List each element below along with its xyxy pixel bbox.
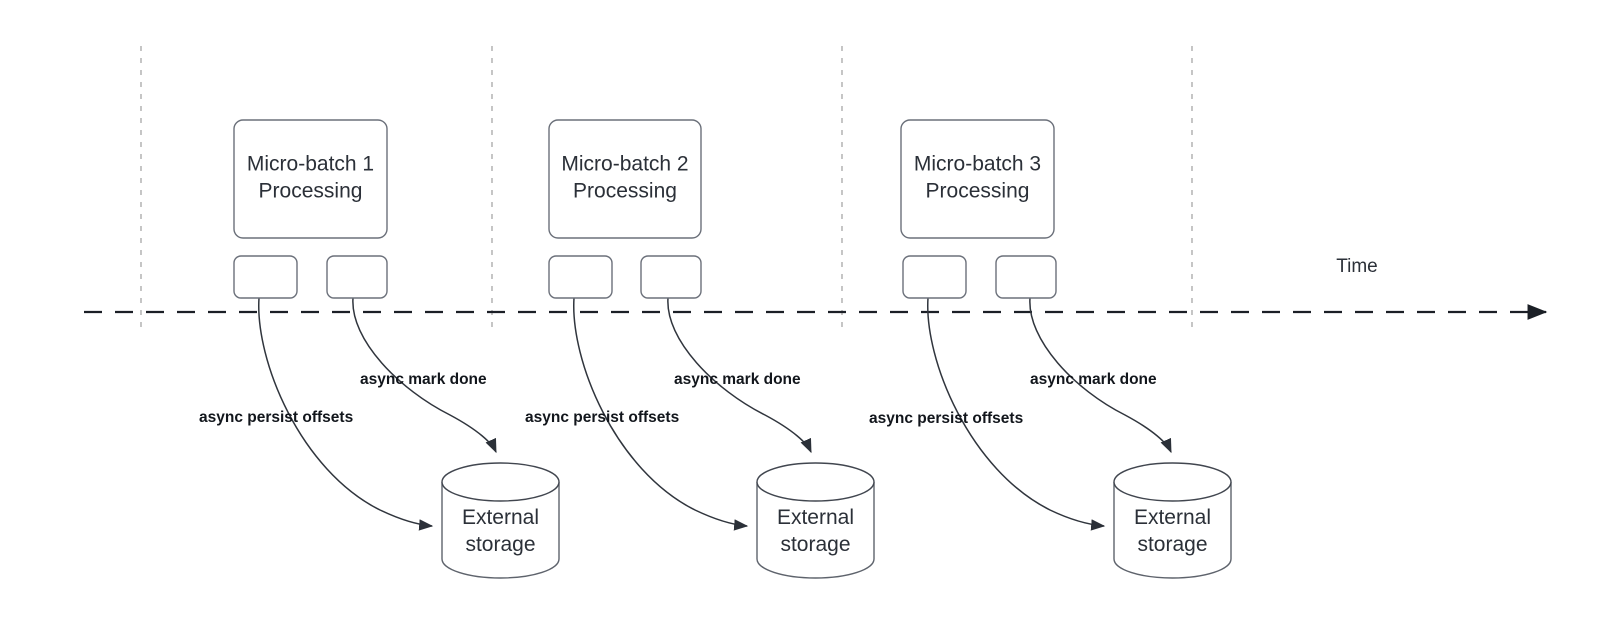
storage-label-line2-batch-3: storage [1137,533,1207,556]
edge-label-async-mark-done-batch-1: async mark done [360,371,487,388]
storage-body-batch-1 [441,482,560,579]
storage-top-ellipse-batch-2 [756,462,875,502]
edge-label-async-mark-done-batch-3: async mark done [1030,371,1157,388]
storage-label-line2-batch-1: storage [465,533,535,556]
batch-batch-3: async persist offsets async mark done Micr… [869,119,1232,579]
external-storage-batch-3[interactable]: External storage [1113,462,1232,579]
processing-label-line2-batch-3: Processing [926,180,1030,203]
storage-top-ellipse-batch-3 [1113,462,1232,502]
mark-done-task-batch-2[interactable] [640,255,702,299]
edge-async-persist-offsets-batch-1 [258,297,434,531]
edge-async-persist-offsets-batch-2 [573,297,749,531]
persist-offsets-task-batch-1[interactable] [233,255,298,299]
storage-label-line2-batch-2: storage [780,533,850,556]
edge-label-async-persist-offsets-batch-2: async persist offsets [525,409,679,426]
edge-async-persist-offsets-batch-3 [927,297,1106,531]
mark-done-task-batch-3[interactable] [995,255,1057,299]
storage-label-line1-batch-1: External [462,506,539,529]
mark-done-task-batch-1[interactable] [326,255,388,299]
processing-label-line1-batch-2: Micro-batch 2 [561,153,688,176]
external-storage-batch-2[interactable]: External storage [756,462,875,579]
processing-box-batch-1[interactable] [233,119,388,239]
storage-label-line1-batch-2: External [777,506,854,529]
persist-offsets-task-batch-3[interactable] [902,255,967,299]
batch-batch-2: async persist offsets async mark done Micr… [525,119,875,579]
processing-box-batch-3[interactable] [900,119,1055,239]
processing-label-line2-batch-2: Processing [573,180,677,203]
edge-async-mark-done-batch-1 [352,297,497,454]
external-storage-batch-1[interactable]: External storage [441,462,560,579]
edge-async-mark-done-batch-2 [667,297,812,454]
batch-group: async persist offsets async mark done Micr… [199,119,1232,579]
storage-body-batch-3 [1113,482,1232,579]
storage-top-ellipse-batch-1 [441,462,560,502]
edge-label-async-persist-offsets-batch-3: async persist offsets [869,410,1023,427]
storage-body-batch-2 [756,482,875,579]
time-axis-label: Time [1336,256,1378,277]
processing-label-line1-batch-3: Micro-batch 3 [914,153,1041,176]
persist-offsets-task-batch-2[interactable] [548,255,613,299]
processing-label-line1-batch-1: Micro-batch 1 [247,153,374,176]
processing-label-line2-batch-1: Processing [259,180,363,203]
storage-label-line1-batch-3: External [1134,506,1211,529]
batch-batch-1: async persist offsets async mark done Micr… [199,119,560,579]
processing-box-batch-2[interactable] [548,119,702,239]
edge-label-async-persist-offsets-batch-1: async persist offsets [199,409,353,426]
edge-label-async-mark-done-batch-2: async mark done [674,371,801,388]
edge-async-mark-done-batch-3 [1029,297,1172,454]
